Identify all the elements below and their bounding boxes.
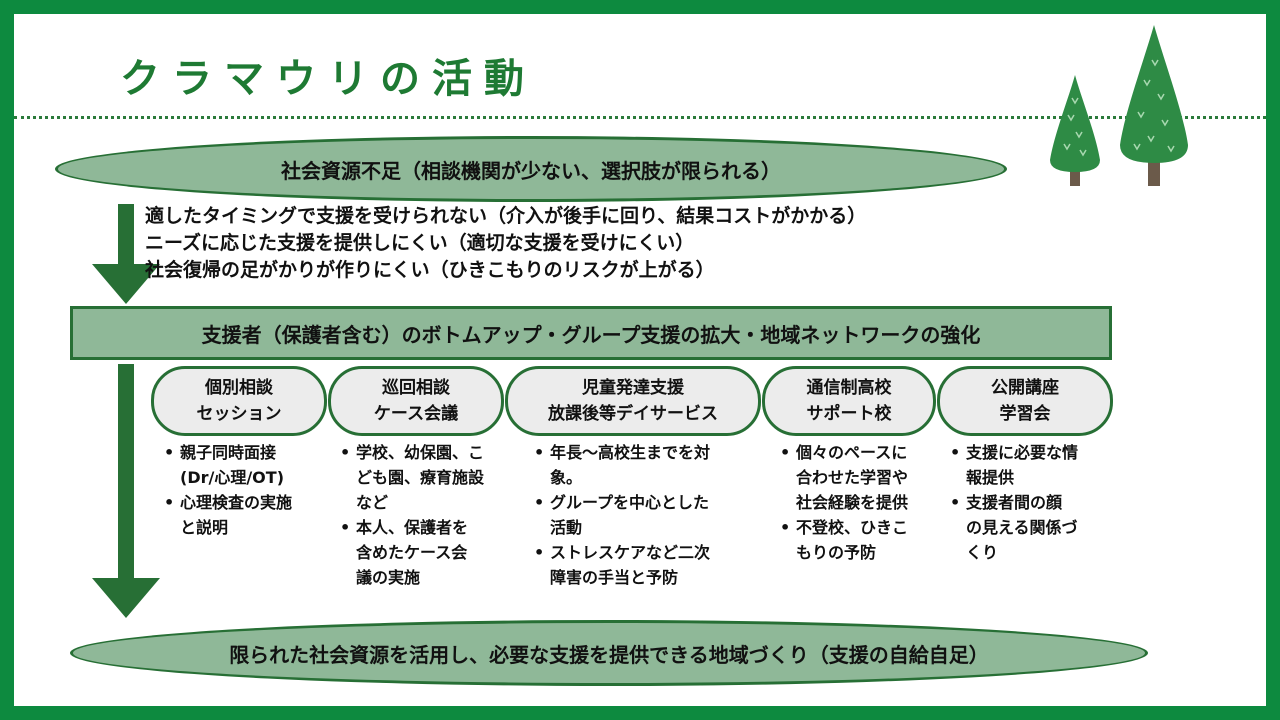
list-item: 本人、保護者を 含めたケース会 議の実施 — [336, 515, 484, 590]
tree-icon-large — [1120, 25, 1188, 186]
activity-details-individual: 親子同時面接 (Dr/心理/OT) 心理検査の実施 と説明 — [160, 440, 292, 540]
activity-pill-individual: 個別相談 セッション — [151, 366, 327, 436]
list-item: グループを中心とした 活動 — [530, 490, 710, 540]
trees-decoration — [1050, 25, 1188, 186]
pill-line: セッション — [196, 404, 282, 424]
tree-icon-small — [1050, 75, 1100, 186]
activity-details-lecture: 支援に必要な情 報提供 支援者間の顔 の見える関係づ くり — [946, 440, 1078, 565]
dotted-divider — [14, 116, 1266, 119]
pill-line: ケース会議 — [373, 404, 459, 424]
list-item: ストレスケアなど二次 障害の手当と予防 — [530, 540, 710, 590]
activity-details-daycare: 年長～高校生までを対 象。 グループを中心とした 活動 ストレスケアなど二次 障… — [530, 440, 710, 590]
pill-line: 公開講座 — [991, 378, 1059, 398]
list-item: 学校、幼保園、こ ども園、療育施設 など — [336, 440, 484, 515]
pill-line: 個別相談 — [205, 378, 273, 398]
issue-line: 適したタイミングで支援を受けられない（介入が後手に回り、結果コストがかかる） — [145, 205, 867, 227]
page-title: クラマウリの活動 — [120, 56, 536, 102]
list-item: 支援に必要な情 報提供 — [946, 440, 1078, 490]
activity-pill-lecture: 公開講座 学習会 — [937, 366, 1113, 436]
activity-details-visit: 学校、幼保園、こ ども園、療育施設 など 本人、保護者を 含めたケース会 議の実… — [336, 440, 484, 590]
list-item: 支援者間の顔 の見える関係づ くり — [946, 490, 1078, 565]
pill-line: 通信制高校 — [806, 378, 892, 398]
list-item: 親子同時面接 (Dr/心理/OT) — [160, 440, 292, 490]
pill-line: 学習会 — [999, 404, 1051, 424]
pill-line: 巡回相談 — [382, 378, 450, 398]
list-item: 年長～高校生までを対 象。 — [530, 440, 710, 490]
list-item: 個々のペースに 合わせた学習や 社会経験を提供 — [776, 440, 908, 515]
issue-line: 社会復帰の足がかりが作りにくい（ひきこもりのリスクが上がる） — [145, 259, 715, 281]
middle-bar: 支援者（保護者含む）のボトムアップ・グループ支援の拡大・地域ネットワークの強化 — [70, 306, 1112, 360]
activity-pill-visit: 巡回相談 ケース会議 — [328, 366, 504, 436]
activity-details-school: 個々のペースに 合わせた学習や 社会経験を提供 不登校、ひきこ もりの予防 — [776, 440, 908, 565]
activity-pill-daycare: 児童発達支援 放課後等デイサービス — [505, 366, 761, 436]
bottom-banner: 限られた社会資源を活用し、必要な支援を提供できる地域づくり（支援の自給自足） — [70, 620, 1148, 686]
top-banner: 社会資源不足（相談機関が少ない、選択肢が限られる） — [55, 136, 1007, 202]
list-item: 不登校、ひきこ もりの予防 — [776, 515, 908, 565]
arrow-down-icon — [92, 364, 160, 618]
issue-line: ニーズに応じた支援を提供しにくい（適切な支援を受けにくい） — [145, 232, 695, 254]
issues-list: 適したタイミングで支援を受けられない（介入が後手に回り、結果コストがかかる） ニ… — [145, 203, 866, 284]
pill-line: 児童発達支援 — [582, 378, 684, 398]
activity-pill-school: 通信制高校 サポート校 — [762, 366, 936, 436]
list-item: 心理検査の実施 と説明 — [160, 490, 292, 540]
arrow-down-icon — [92, 204, 160, 304]
pill-line: 放課後等デイサービス — [548, 404, 718, 424]
pill-line: サポート校 — [806, 404, 892, 424]
